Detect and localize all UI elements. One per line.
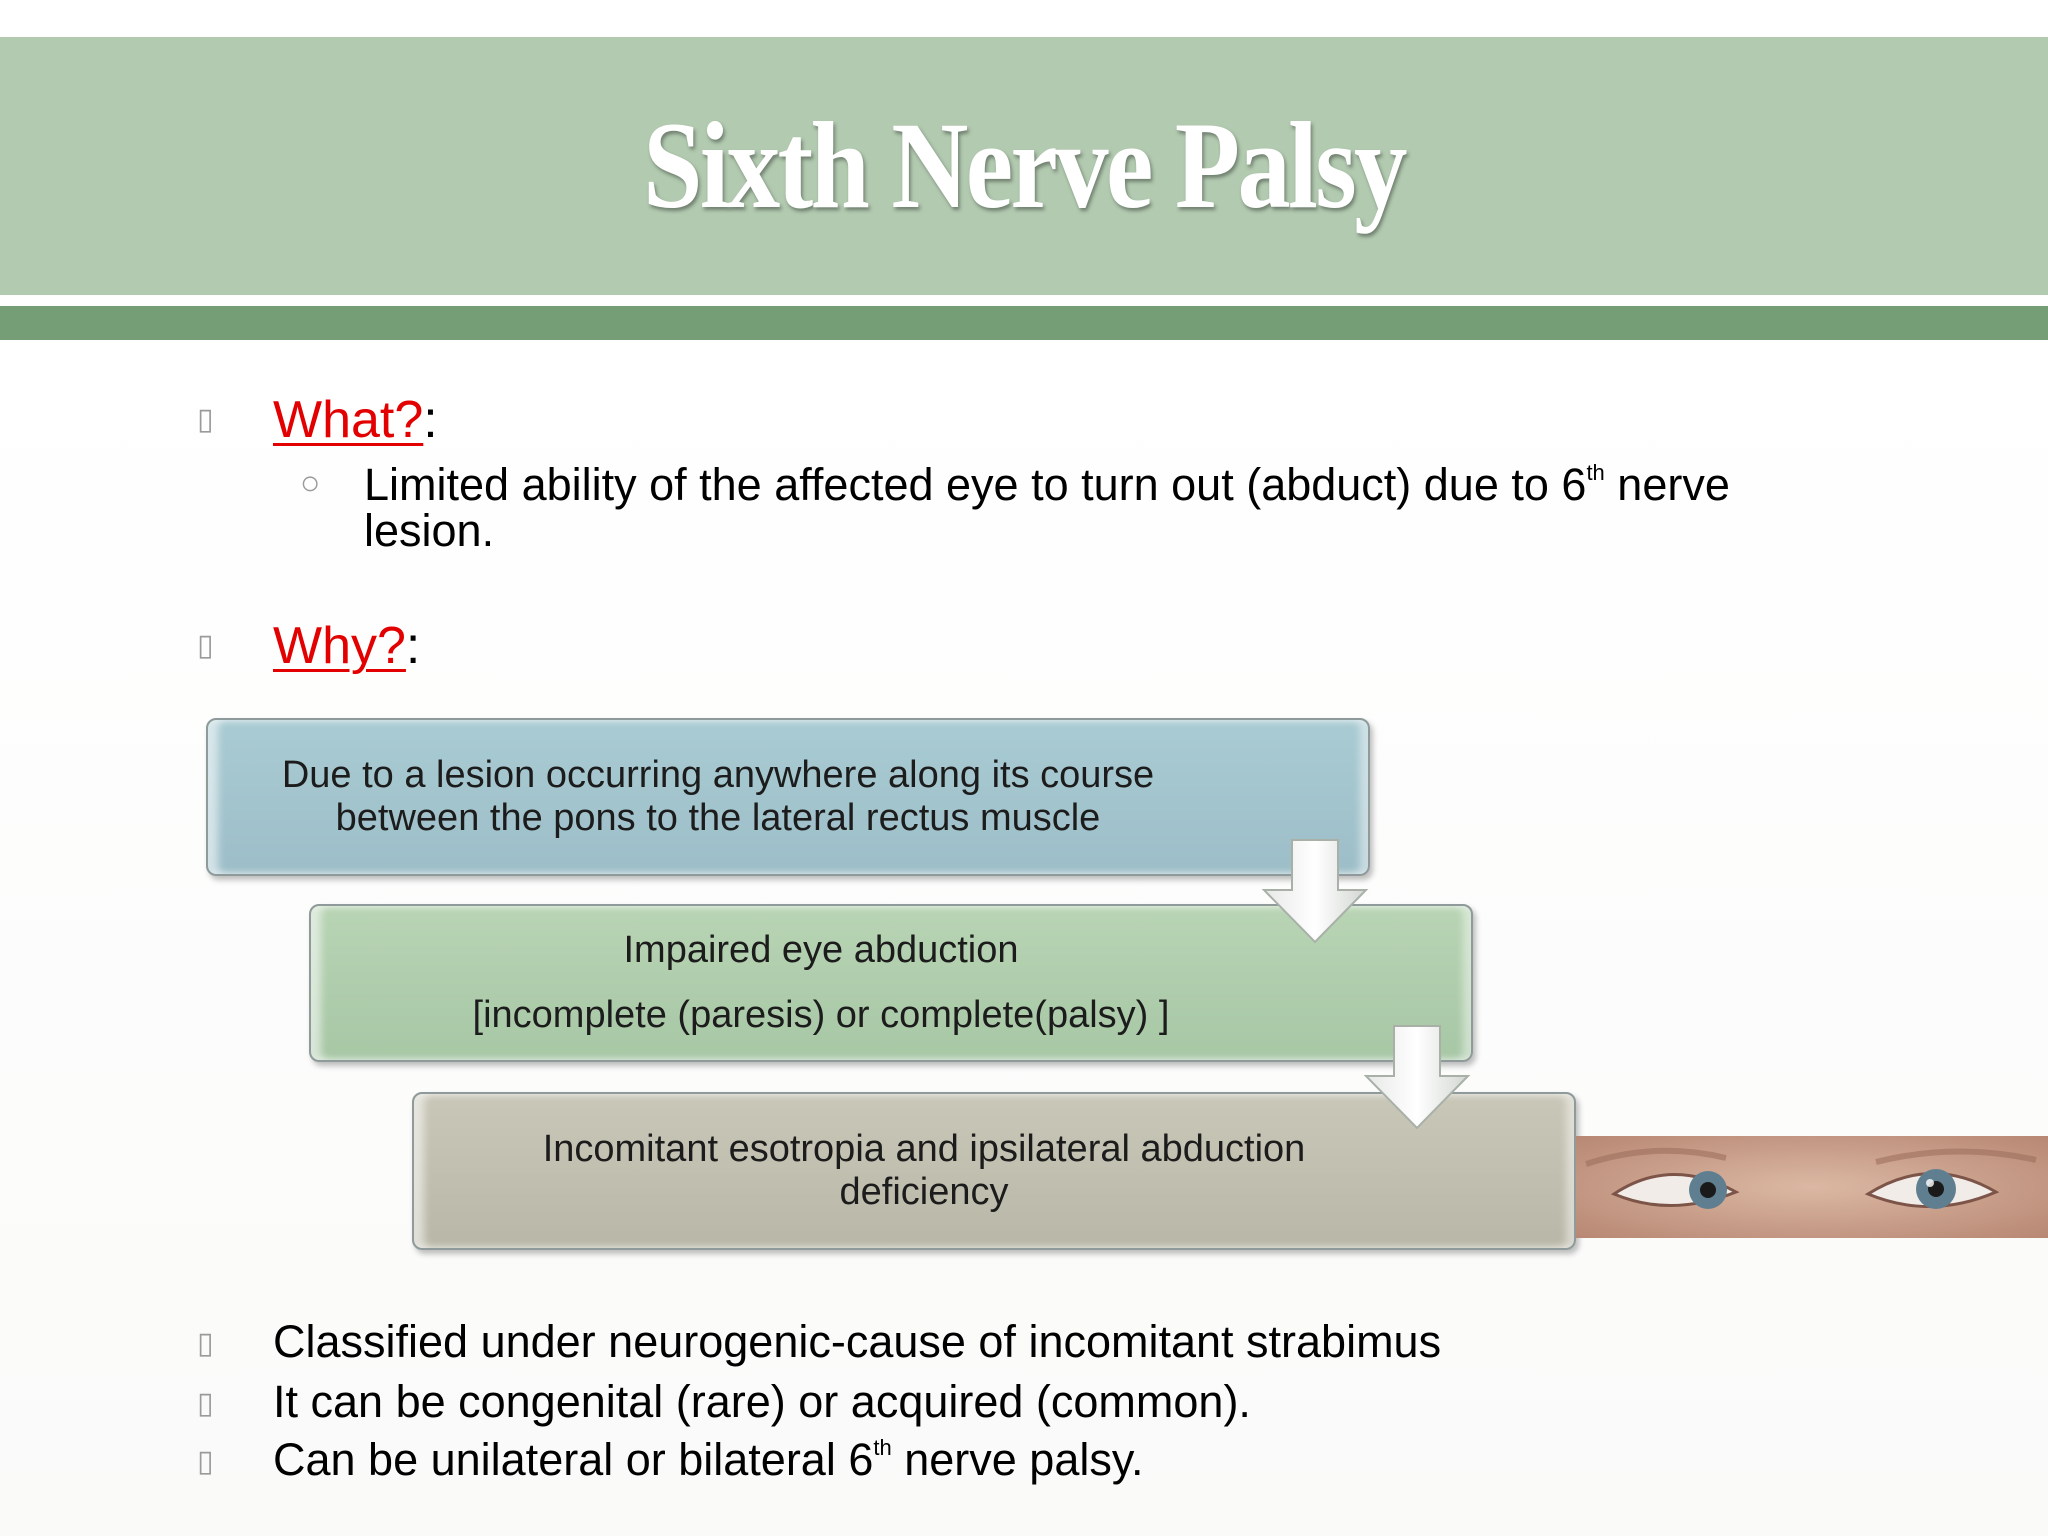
square-bullet-icon: ▯ [197,1326,214,1361]
flow-step-cause: Due to a lesion occurring anywhere along… [206,718,1370,876]
what-description-line1: Limited ability of the affected eye to t… [364,462,1730,508]
step-1-line-2: between the pons to the lateral rectus m… [335,797,1101,839]
step-1-line-1: Due to a lesion occurring anywhere along… [281,754,1155,796]
fact-onset: It can be congenital (rare) or acquired … [273,1376,1251,1427]
flow-step-effect: Impaired eye abduction [incomplete (pare… [309,904,1473,1062]
fact-laterality-text-b: nerve palsy. [891,1434,1144,1485]
eyes-illustration [1576,1136,2048,1238]
square-bullet-icon: ▯ [197,402,214,437]
step-3-line-1: Incomitant esotropia and ipsilateral abd… [542,1128,1306,1170]
why-colon: : [405,617,421,675]
fact-laterality: Can be unilateral or bilateral 6th nerve… [273,1434,1144,1486]
flow-step-result: Incomitant esotropia and ipsilateral abd… [412,1092,1576,1250]
step-3-line-2: deficiency [839,1171,1009,1213]
what-colon: : [423,391,438,449]
square-bullet-icon: ▯ [197,1444,214,1479]
what-desc-text-b: nerve [1604,459,1730,510]
why-label[interactable]: Why? [273,617,406,675]
down-arrow-icon [1363,1025,1471,1130]
step-2-line-2: [incomplete (paresis) or complete(palsy)… [472,994,1170,1036]
what-description-line2: lesion. [364,505,495,556]
title-band: Sixth Nerve Palsy [0,37,2048,295]
square-bullet-icon: ▯ [197,628,214,663]
why-heading: Why?: [273,616,420,676]
eyes-photo [1576,1136,2048,1238]
step-2-line-1: Impaired eye abduction [623,929,1019,971]
square-bullet-icon: ▯ [197,1386,214,1421]
ordinal-suffix: th [1586,460,1605,485]
fact-classification: Classified under neurogenic-cause of inc… [273,1316,1442,1367]
down-arrow-icon [1261,839,1369,944]
what-label[interactable]: What? [273,391,424,449]
fact-laterality-text-a: Can be unilateral or bilateral 6 [273,1434,874,1485]
slide-title: Sixth Nerve Palsy [643,97,1407,234]
what-desc-text-a: Limited ability of the affected eye to t… [364,459,1587,510]
circle-bullet-icon: ○ [300,464,321,502]
ordinal-suffix: th [873,1435,892,1460]
what-heading: What?: [273,390,438,450]
accent-bar [0,306,2048,340]
